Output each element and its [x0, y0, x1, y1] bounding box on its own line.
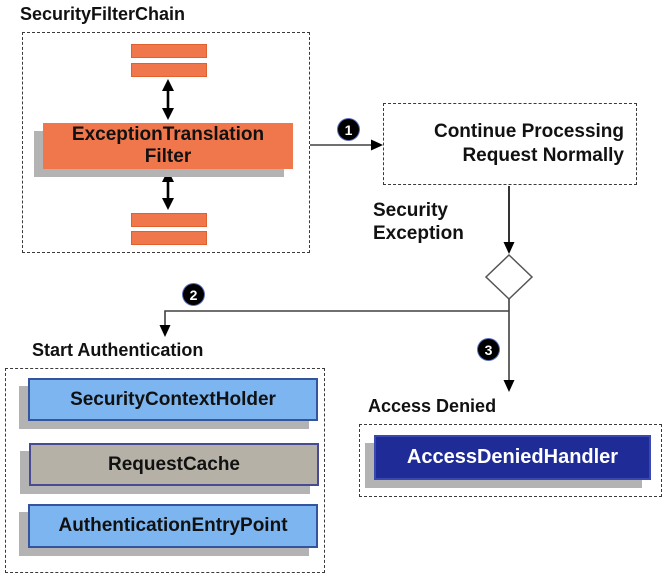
start-authentication-title: Start Authentication	[32, 340, 204, 360]
authentication-entry-point-box: AuthenticationEntryPoint	[28, 504, 318, 548]
filter-bar	[131, 44, 207, 58]
security-exception-label-line1: Security	[373, 200, 448, 221]
arrow-step1-to-continue	[310, 139, 383, 151]
continue-processing-box: Continue Processing Request Normally	[383, 103, 637, 185]
exception-translation-filter-label-line1: ExceptionTranslation	[71, 124, 265, 145]
access-denied-handler-box: AccessDeniedHandler	[374, 435, 651, 480]
decision-diamond-icon	[484, 253, 534, 301]
exception-translation-filter-label-line2: Filter	[144, 146, 192, 167]
filter-bar	[131, 63, 207, 77]
arrow-step3-to-access-denied	[503, 299, 515, 392]
access-denied-title: Access Denied	[368, 396, 497, 416]
filter-bar	[131, 231, 207, 245]
arrow-step2-to-start-authentication	[159, 310, 509, 337]
request-cache-box: RequestCache	[29, 443, 319, 486]
step-3-badge: 3	[478, 339, 499, 360]
continue-processing-label-line2: Request Normally	[462, 145, 624, 166]
security-filter-chain-box: ExceptionTranslation Filter	[22, 32, 310, 253]
step-2-badge: 2	[183, 284, 204, 305]
security-exception-label-line2: Exception	[373, 223, 464, 244]
exception-translation-filter-box: ExceptionTranslation Filter	[43, 123, 293, 169]
security-exception-label: Security Exception	[373, 199, 464, 245]
security-filter-chain-title: SecurityFilterChain	[20, 4, 186, 24]
security-context-holder-box: SecurityContextHolder	[28, 378, 318, 421]
arrow-continue-to-diamond	[503, 186, 515, 254]
continue-processing-label-line1: Continue Processing	[433, 121, 624, 142]
step-1-badge: 1	[338, 119, 359, 140]
access-denied-box: AccessDeniedHandler	[359, 424, 662, 497]
start-authentication-box: SecurityContextHolder RequestCache Authe…	[5, 368, 325, 573]
filter-bar	[131, 213, 207, 227]
